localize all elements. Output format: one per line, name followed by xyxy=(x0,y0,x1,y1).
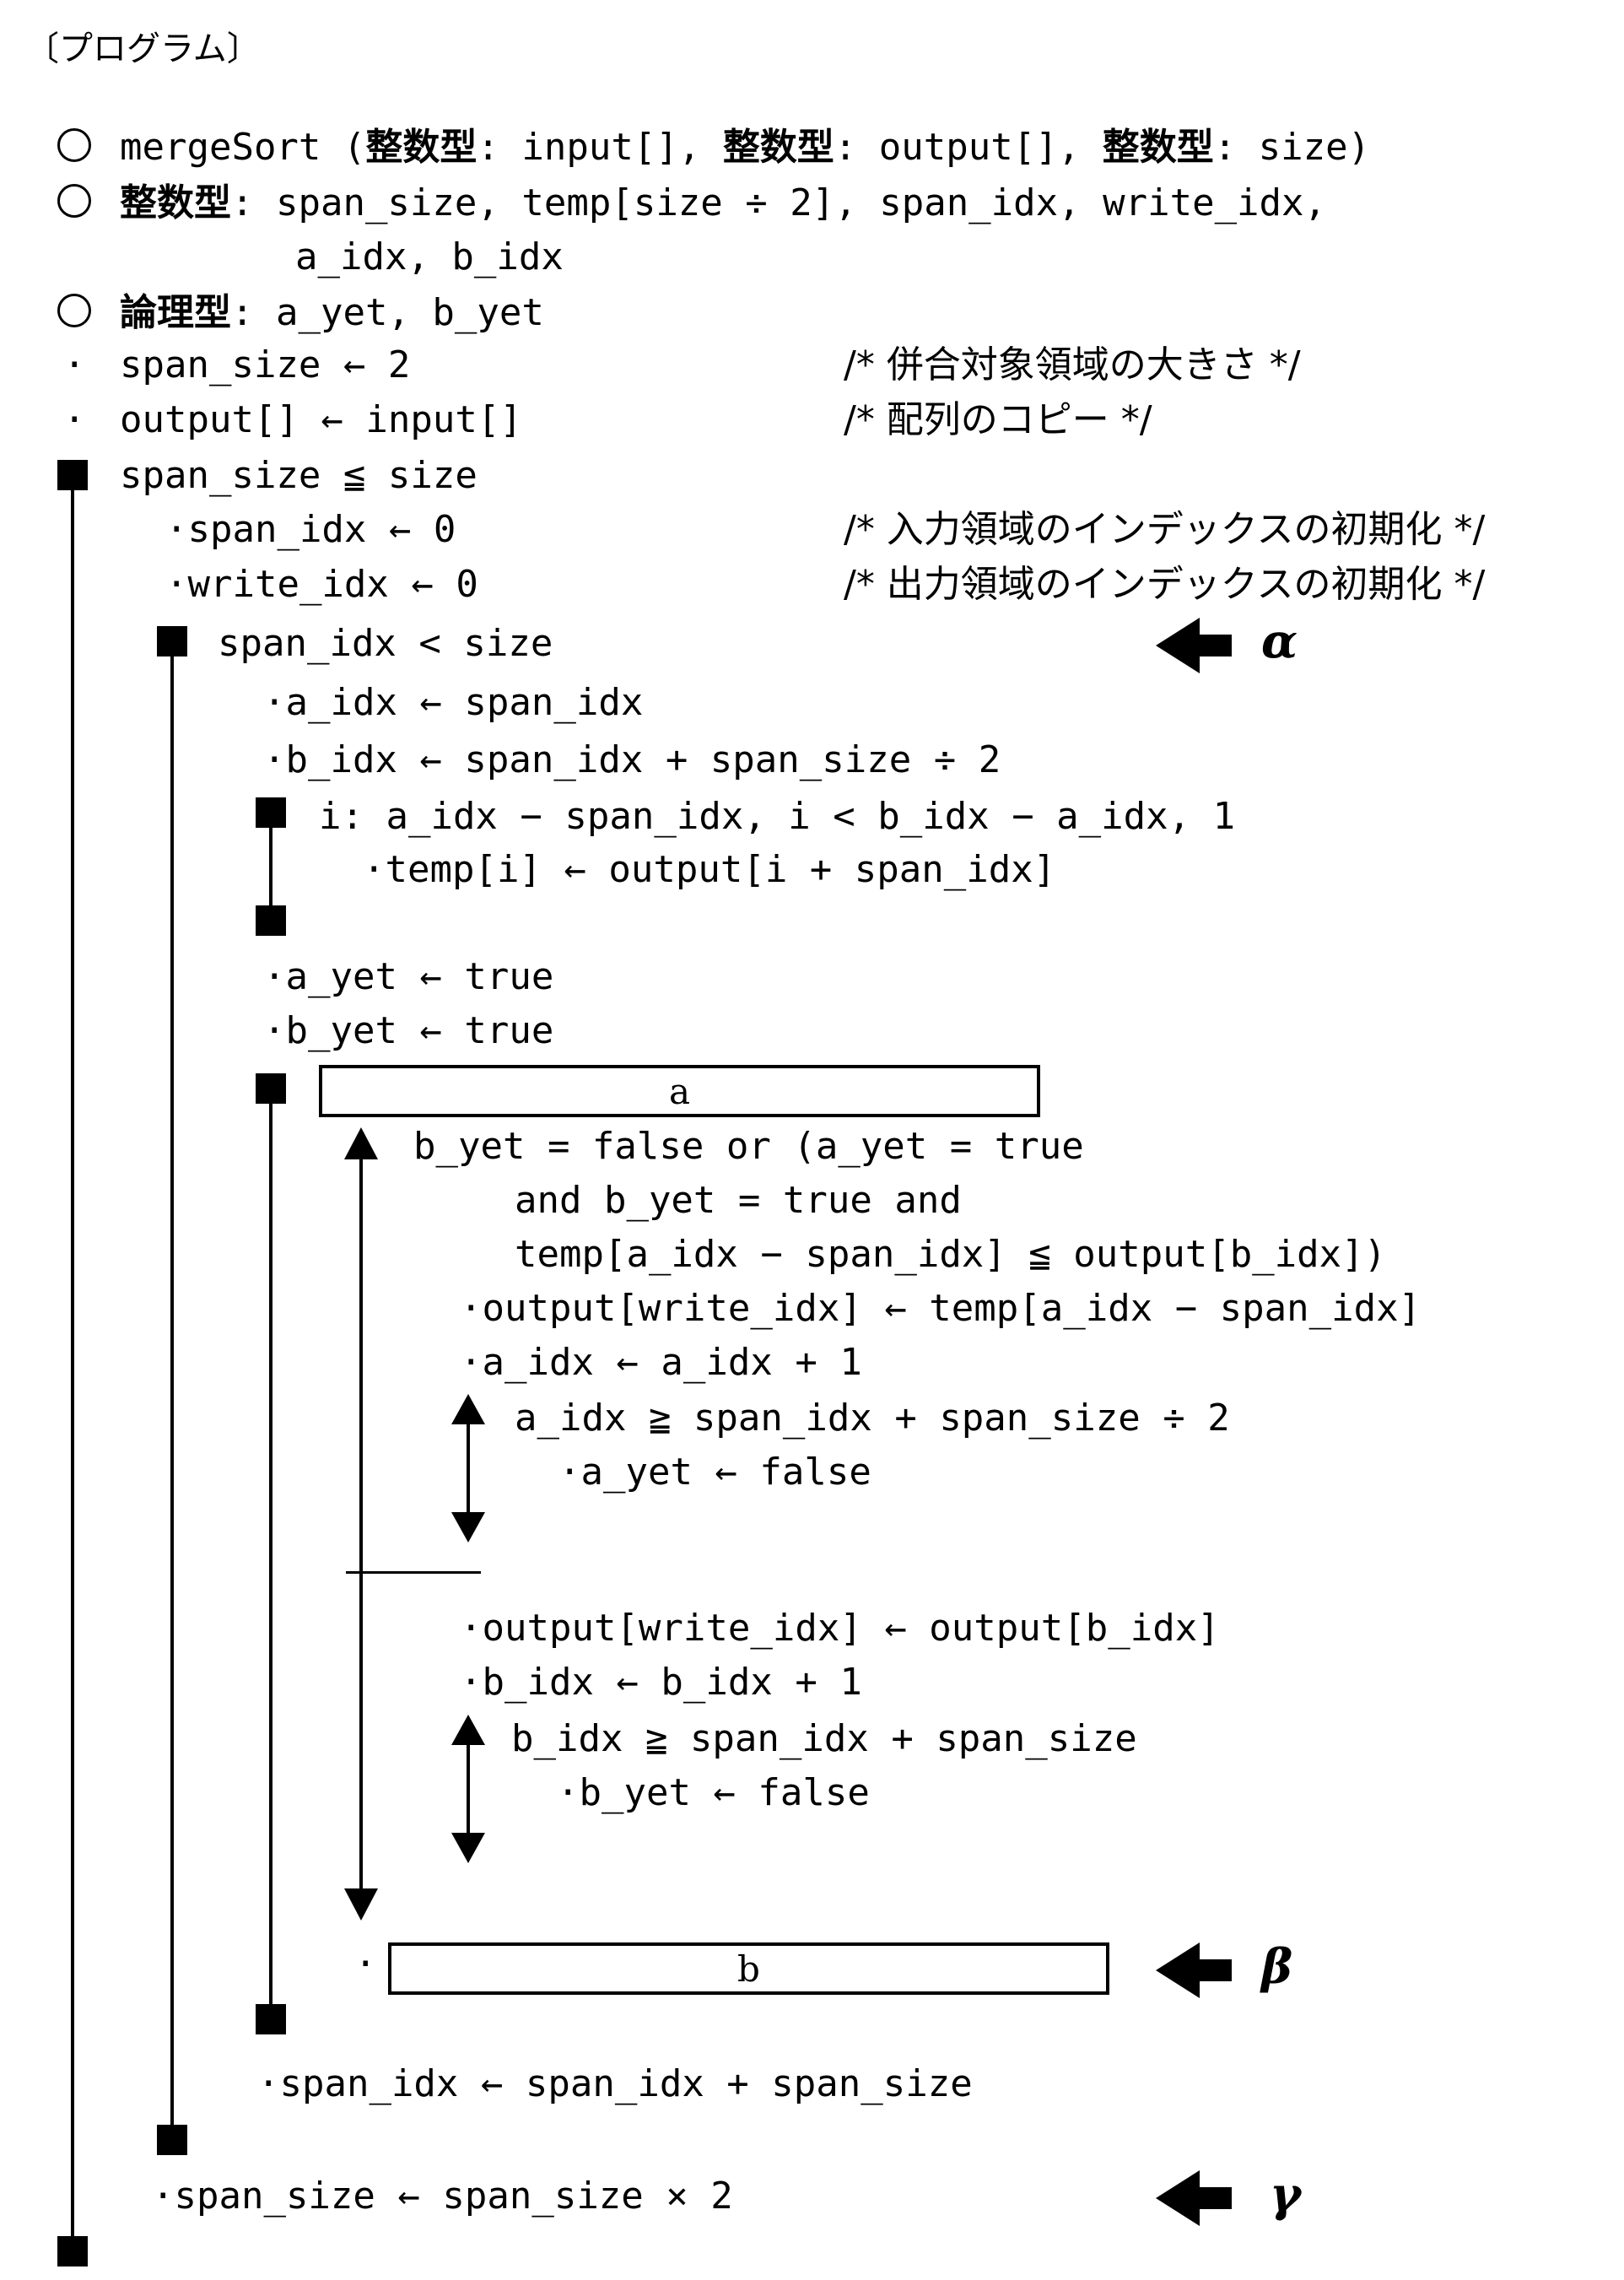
comment-span-size: /* 併合対象領域の大きさ */ xyxy=(844,343,1301,386)
statement-span-size-double: ·span_size ← span_size × 2 xyxy=(152,2175,733,2218)
statement-b-idx-increment: ·b_idx ← b_idx + 1 xyxy=(460,1661,862,1704)
statement-a-yet-true: ·a_yet ← true xyxy=(263,955,554,998)
selection-else-divider xyxy=(346,1571,481,1574)
selection-b-condition: b_idx ≧ span_idx + span_size xyxy=(511,1717,1137,1760)
statement-b-yet-true: ·b_yet ← true xyxy=(263,1009,554,1052)
selection-condition-line2: and b_yet = true and xyxy=(515,1179,962,1222)
program-heading: 〔プログラム〕 xyxy=(25,30,261,68)
integer-variable-declaration: 整数型: span_size, temp[size ÷ 2], span_idx… xyxy=(120,181,1327,224)
boolean-variable-declaration: 論理型: a_yet, b_yet xyxy=(120,291,544,334)
selection-range-arrow-icon xyxy=(344,1127,378,1921)
statement-output-from-temp: ·output[write_idx] ← temp[a_idx − span_i… xyxy=(460,1287,1422,1330)
comment-input-index: /* 入力領域のインデックスの初期化 */ xyxy=(844,508,1486,551)
declaration-marker-icon xyxy=(57,184,91,218)
statement-bullet: · xyxy=(354,1942,377,1986)
marker-alpha: α xyxy=(1261,613,1298,669)
declaration-marker-icon xyxy=(57,128,91,162)
statement-a-yet-false: ·a_yet ← false xyxy=(558,1451,871,1494)
statement-copy-array: output[] ← input[] xyxy=(120,398,522,441)
statement-a-idx-increment: ·a_idx ← a_idx + 1 xyxy=(460,1341,862,1384)
statement-temp-copy: ·temp[i] ← output[i + span_idx] xyxy=(363,848,1056,891)
arrow-beta-icon xyxy=(1156,1942,1232,1998)
function-declaration: mergeSort (整数型: input[], 整数型: output[], … xyxy=(120,126,1371,169)
loop-mid-end-icon xyxy=(157,2125,187,2155)
selection-b-arrow-icon xyxy=(451,1715,485,1863)
statement-bullet: · xyxy=(63,343,86,386)
loop-outer-line xyxy=(71,485,74,2245)
marker-beta: β xyxy=(1261,1939,1293,1995)
selection-condition-line1: b_yet = false or (a_yet = true xyxy=(413,1125,1084,1168)
statement-bullet: · xyxy=(63,398,86,441)
statement-span-idx-increment: ·span_idx ← span_idx + span_size xyxy=(257,2062,973,2105)
comment-output-index: /* 出力領域のインデックスの初期化 */ xyxy=(844,563,1486,606)
loop-mid-condition: span_idx < size xyxy=(218,622,553,665)
loop-i-condition: i: a_idx − span_idx, i < b_idx − a_idx, … xyxy=(319,795,1236,838)
statement-b-yet-false: ·b_yet ← false xyxy=(557,1771,870,1814)
declaration-marker-icon xyxy=(57,294,91,327)
blank-b: b xyxy=(388,1942,1109,1995)
loop-outer-condition: span_size ≦ size xyxy=(120,454,477,497)
arrow-alpha-icon xyxy=(1156,618,1232,673)
selection-a-condition: a_idx ≧ span_idx + span_size ÷ 2 xyxy=(515,1397,1230,1440)
loop-mid-line xyxy=(170,650,174,2133)
selection-a-arrow-icon xyxy=(451,1394,485,1543)
integer-variable-declaration-continued: a_idx, b_idx xyxy=(295,235,564,278)
statement-a-idx: ·a_idx ← span_idx xyxy=(263,681,644,724)
statement-init-write-idx: ·write_idx ← 0 xyxy=(165,563,478,606)
statement-init-span-idx: ·span_idx ← 0 xyxy=(165,508,456,551)
statement-output-from-b: ·output[write_idx] ← output[b_idx] xyxy=(460,1607,1220,1650)
marker-gamma: γ xyxy=(1270,2167,1301,2223)
arrow-gamma-icon xyxy=(1156,2170,1232,2226)
blank-a: a xyxy=(319,1065,1040,1117)
selection-condition-line3: temp[a_idx − span_idx] ≦ output[b_idx]) xyxy=(515,1233,1387,1276)
loop-inner-line xyxy=(269,1099,272,2010)
statement-init-span-size: span_size ← 2 xyxy=(120,343,411,386)
statement-b-idx: ·b_idx ← span_idx + span_size ÷ 2 xyxy=(263,738,1001,781)
loop-inner-end-icon xyxy=(256,2004,286,2034)
loop-outer-end-icon xyxy=(57,2236,88,2266)
loop-i-end-icon xyxy=(256,905,286,936)
loop-i-line xyxy=(269,823,272,907)
comment-copy-array: /* 配列のコピー */ xyxy=(844,398,1152,441)
